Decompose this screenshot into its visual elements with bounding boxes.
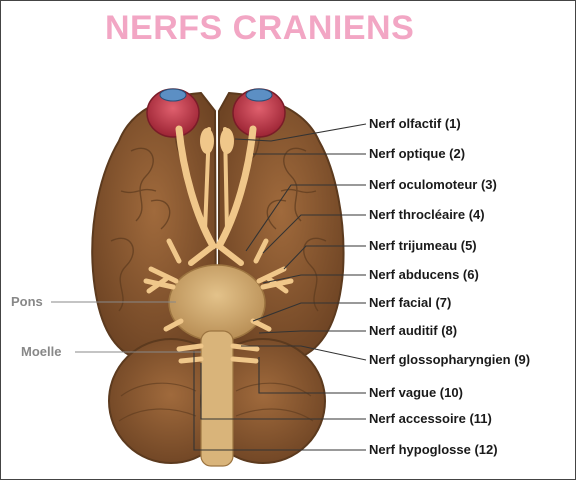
leader-line-nerve-6 [262,274,366,284]
left-iris [159,88,187,102]
leader-line-nerve-1 [234,123,367,142]
leader-line-nerve-3 [245,184,366,252]
nerve-label-11: Nerf accessoire (11) [369,411,492,426]
leader-line-nerve-9 [241,345,367,361]
leader-line-nerve-7 [252,302,366,322]
structure-label-moelle: Moelle [21,344,62,359]
nerve-label-2: Nerf optique (2) [369,146,466,161]
structure-label-pons: Pons [11,294,43,309]
medulla [200,330,234,467]
nerve-label-9: Nerf glossopharyngien (9) [369,352,531,367]
nerve-label-12: Nerf hypoglosse (12) [369,442,498,457]
nerve-label-3: Nerf oculomoteur (3) [369,177,497,192]
nerve-label-4: Nerf throcléaire (4) [369,207,485,222]
nerve-label-7: Nerf facial (7) [369,295,452,310]
pons [168,264,266,342]
nerve-label-5: Nerf trijumeau (5) [369,238,477,253]
nerve-label-10: Nerf vague (10) [369,385,463,400]
leader-line-nerve-11 [200,363,366,420]
eyes [146,88,286,138]
right-iris [245,88,273,102]
leader-line-nerve-10 [258,357,366,394]
leader-line-nerve-4 [262,214,366,254]
leader-line-nerve-12 [193,351,366,451]
olfactory-bulbs [200,128,234,154]
nerve-label-8: Nerf auditif (8) [369,323,458,338]
leader-line-nerve-8 [258,330,366,334]
diagram-title: NERFS CRANIENS [105,9,415,47]
nerve-label-1: Nerf olfactif (1) [369,116,461,131]
leader-line-nerve-5 [283,245,366,270]
nerve-label-6: Nerf abducens (6) [369,267,479,282]
